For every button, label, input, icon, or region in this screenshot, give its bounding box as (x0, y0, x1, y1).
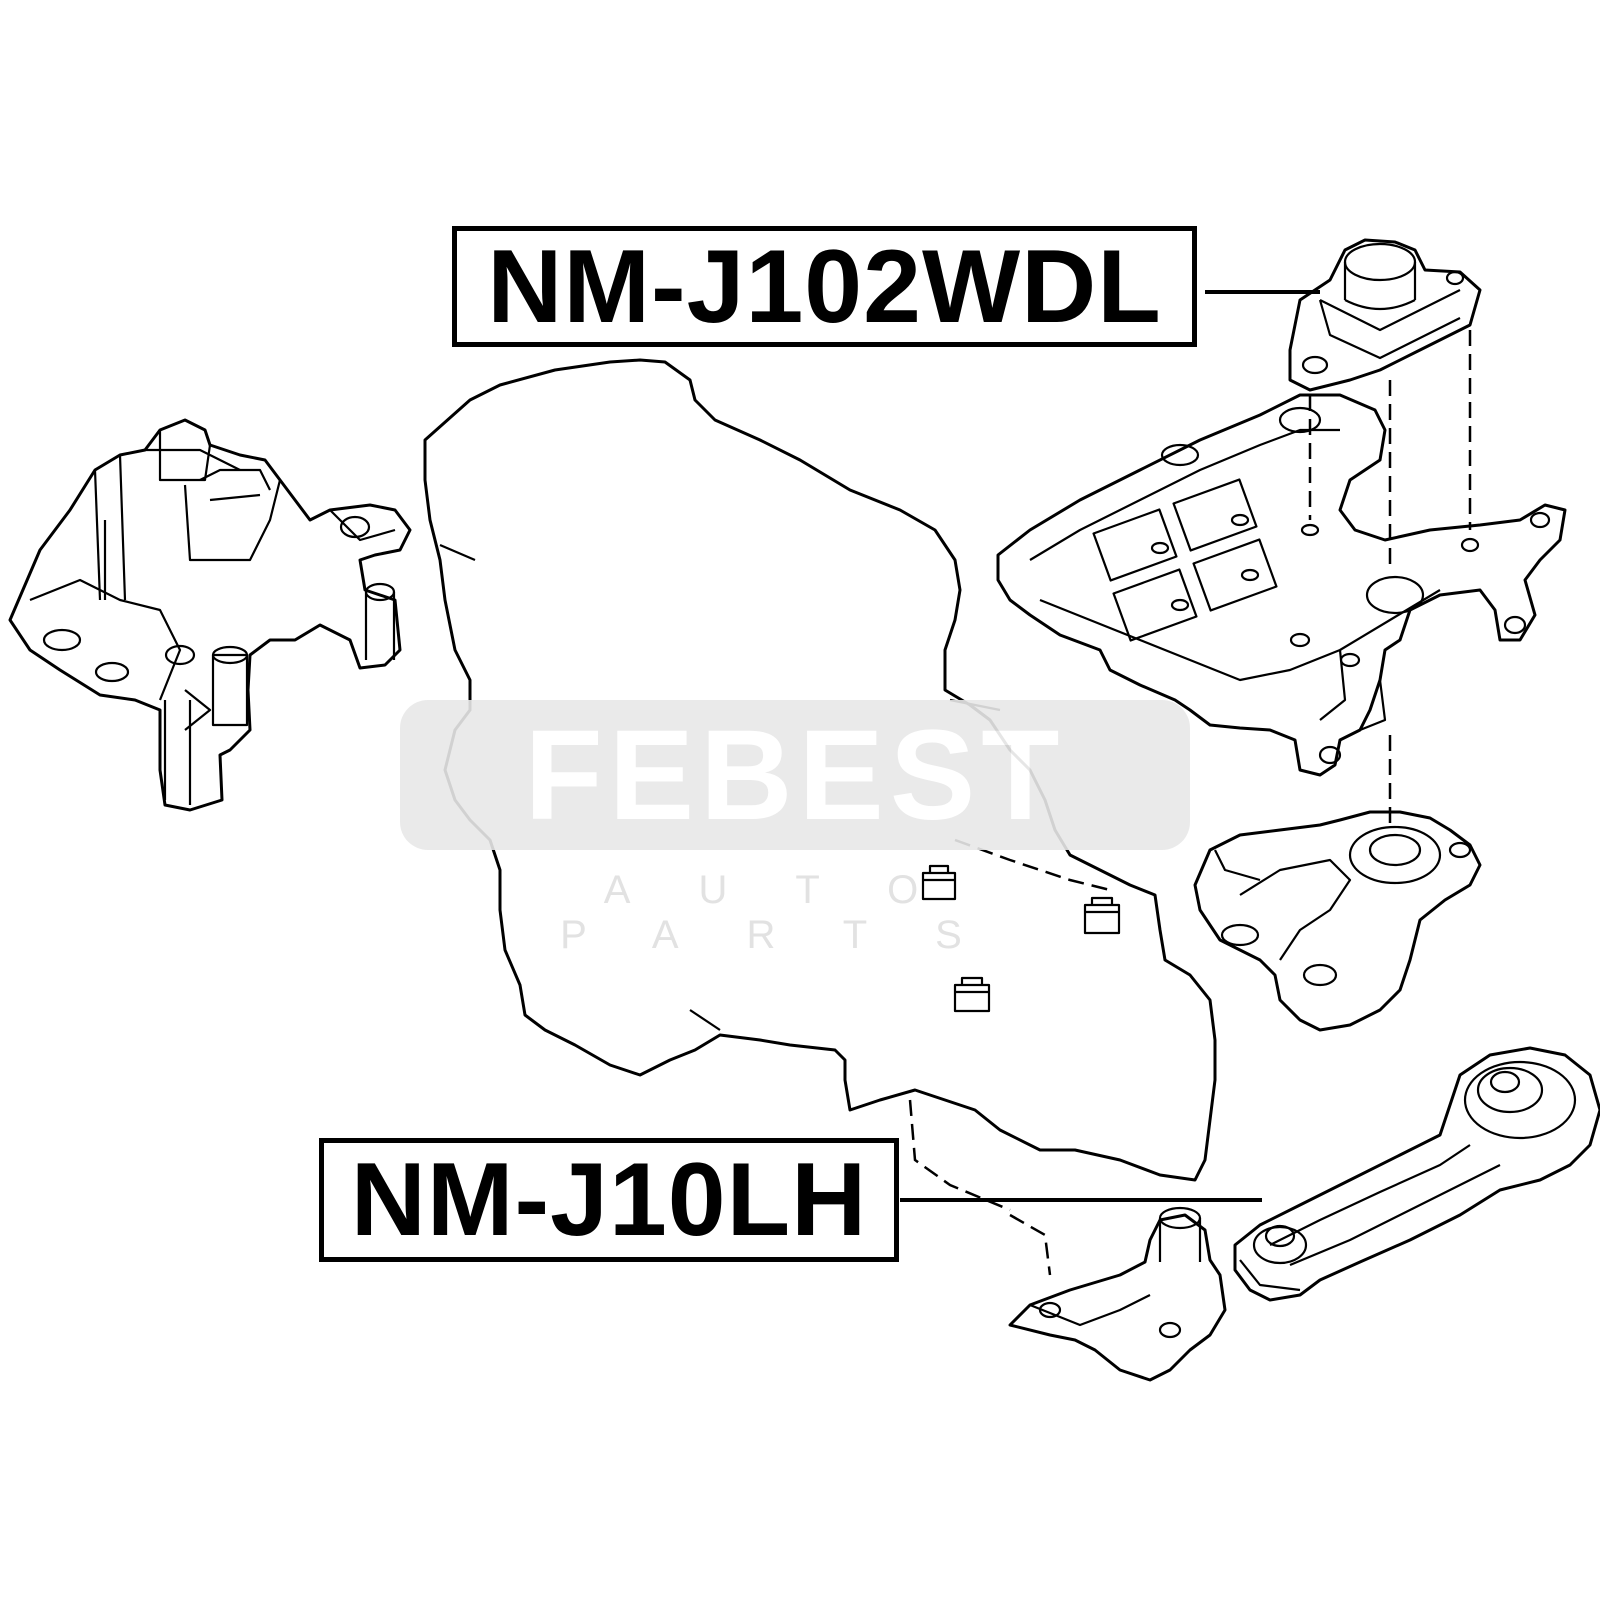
brand-watermark-tagline: AUTO PARTS (560, 868, 1030, 957)
engine-outline-icon (423, 358, 1217, 1276)
small-bracket-icon (1008, 1206, 1227, 1382)
brand-watermark: FEBEST (400, 700, 1190, 850)
rubber-mount-icon (1193, 810, 1482, 1032)
part-number-label-top: NM-J102WDL (452, 226, 1197, 347)
part-number-label-bottom: NM-J10LH (319, 1138, 899, 1262)
transmission-mount-icon (8, 418, 412, 812)
mount-bracket-icon (996, 330, 1567, 830)
torque-rod-icon (900, 1046, 1600, 1302)
engine-mount-icon (1205, 238, 1482, 392)
brand-watermark-text: FEBEST (524, 703, 1066, 847)
